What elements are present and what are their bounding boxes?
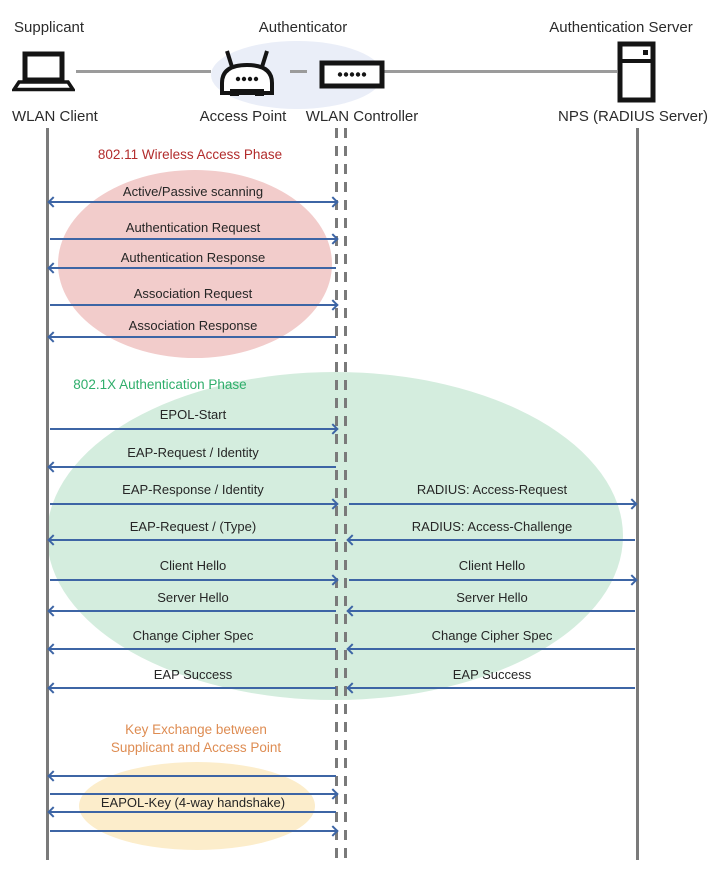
arrow-eapol-key-4 (49, 824, 339, 837)
arrow-scanning-bidirectional (47, 195, 339, 208)
message-label-eapol-key: EAPOL-Key (4-way handshake) (100, 795, 286, 810)
arrow-server-hello-left (47, 604, 337, 617)
lifeline-authenticator-left (335, 128, 338, 860)
actor-role-supplicant: Supplicant (14, 19, 85, 36)
message-label-change-cipher-spec-left: Change Cipher Spec (132, 628, 254, 643)
message-label-eap-success-left: EAP Success (153, 667, 233, 682)
phase-title-key-exchange-line2: Supplicant and Access Point (110, 740, 282, 755)
actor-role-authenticator: Authenticator (258, 19, 348, 36)
message-label-change-cipher-spec-right: Change Cipher Spec (431, 628, 553, 643)
arrow-epol-start (49, 422, 339, 435)
arrow-eapol-key-3 (47, 805, 337, 818)
lifeline-authenticator-right (344, 128, 347, 860)
message-label-authentication-response: Authentication Response (120, 250, 266, 265)
message-label-eap-request-identity: EAP-Request / Identity (127, 445, 259, 460)
phase-title-wireless-access: 802.11 Wireless Access Phase (97, 147, 283, 162)
connector-line (384, 70, 617, 73)
message-label-epol-start: EPOL-Start (159, 407, 227, 422)
arrow-eap-response-identity (49, 497, 339, 510)
lifeline-radius-server (636, 128, 639, 860)
arrow-association-request (49, 298, 339, 311)
actor-role-authentication-server: Authentication Server (549, 19, 693, 36)
arrow-eap-request-type (47, 533, 337, 546)
message-label-association-request: Association Request (133, 286, 253, 301)
message-label-scanning: Active/Passive scanning (122, 184, 264, 199)
arrow-client-hello-left (49, 573, 339, 586)
connector-line (76, 70, 211, 73)
actor-device-nps-radius-server: NPS (RADIUS Server) (557, 108, 709, 125)
arrow-eap-request-identity (47, 460, 337, 473)
arrow-client-hello-right (348, 573, 638, 586)
message-label-server-hello-right: Server Hello (456, 590, 528, 605)
arrow-eapol-key-1 (47, 769, 337, 782)
lifeline-wlan-client (46, 128, 49, 860)
phase-title-key-exchange: Key Exchange between Supplicant and Acce… (66, 721, 326, 757)
message-label-client-hello-left: Client Hello (159, 558, 227, 573)
wlan-controller-icon (319, 60, 385, 89)
arrow-change-cipher-spec-left (47, 642, 337, 655)
message-label-eap-response-identity: EAP-Response / Identity (122, 482, 264, 497)
arrow-authentication-response (47, 261, 337, 274)
arrow-change-cipher-spec-right (346, 642, 636, 655)
arrow-server-hello-right (346, 604, 636, 617)
message-label-server-hello-left: Server Hello (157, 590, 229, 605)
arrow-radius-access-challenge (346, 533, 636, 546)
arrow-association-response (47, 330, 337, 343)
phase-title-authentication: 802.1X Authentication Phase (73, 377, 247, 392)
connector-dash (290, 70, 307, 73)
message-label-eap-request-type: EAP-Request / (Type) (129, 519, 257, 534)
arrow-eap-success-left (47, 681, 337, 694)
message-label-radius-access-challenge: RADIUS: Access-Challenge (411, 519, 573, 534)
wireless-access-point-icon (220, 50, 274, 96)
message-label-eap-success-right: EAP Success (452, 667, 532, 682)
actor-device-wlan-client: WLAN Client (12, 108, 98, 125)
arrow-eap-success-right (346, 681, 636, 694)
key-exchange-phase-ellipse (79, 762, 315, 850)
message-label-radius-access-request: RADIUS: Access-Request (416, 482, 568, 497)
message-label-client-hello-right: Client Hello (458, 558, 526, 573)
phase-title-key-exchange-line1: Key Exchange between (125, 722, 267, 737)
message-label-association-response: Association Response (128, 318, 258, 333)
server-icon (617, 41, 656, 103)
laptop-icon (12, 51, 75, 92)
arrow-authentication-request (49, 232, 339, 245)
arrow-radius-access-request (348, 497, 638, 510)
arrow-eapol-key-2 (49, 787, 339, 800)
message-label-authentication-request: Authentication Request (125, 220, 261, 235)
actor-device-access-point: Access Point (199, 108, 287, 125)
actor-device-wlan-controller: WLAN Controller (305, 108, 419, 125)
